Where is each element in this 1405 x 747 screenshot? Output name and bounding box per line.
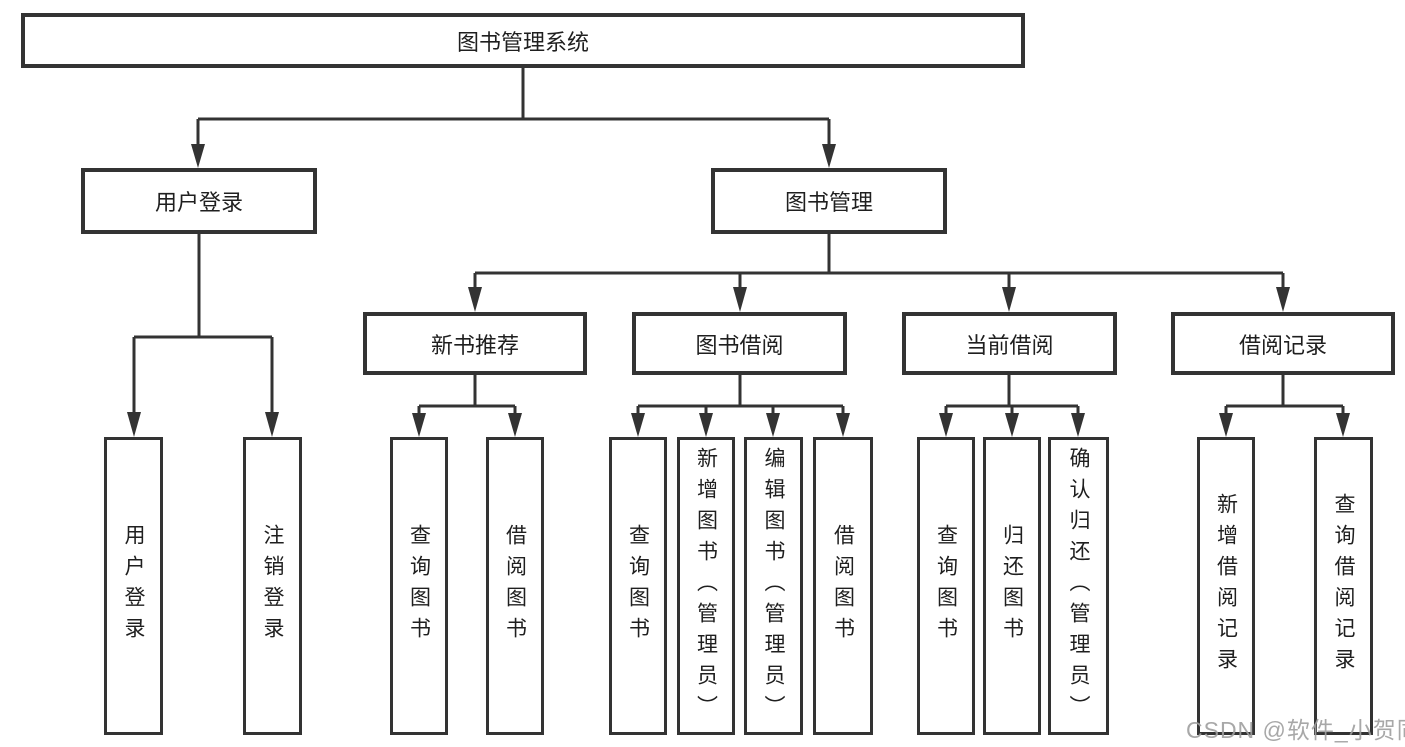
leaf-logout-login: 注销登录 [243, 437, 302, 735]
leaf-current-query-books: 查询图书 [917, 437, 975, 735]
leaf-borrow-query-books: 查询图书 [609, 437, 667, 735]
edge-current-to-leaves [939, 375, 1085, 437]
node-new-book-recommend: 新书推荐 [363, 312, 587, 375]
leaf-borrow-edit-books: 编辑图书（管理员） [744, 437, 803, 735]
node-label: 新增借阅记录 [1214, 493, 1238, 679]
arrowhead [733, 287, 747, 312]
leaf-current-confirm-return: 确认归还（管理员） [1048, 437, 1109, 735]
arrowhead [1005, 413, 1019, 437]
node-label: 查询图书 [626, 524, 650, 648]
leaf-records-query-record: 查询借阅记录 [1314, 437, 1373, 735]
edge-book-management-to-level3 [468, 234, 1290, 312]
node-label: 用户登录 [154, 190, 243, 215]
leaf-borrow-borrow-books: 借阅图书 [813, 437, 873, 735]
node-label: 查询图书 [407, 524, 431, 648]
node-label: 当前借阅 [965, 332, 1054, 358]
node-book-management: 图书管理 [711, 168, 947, 234]
leaf-recommend-borrow-books: 借阅图书 [486, 437, 544, 735]
node-label: 借阅图书 [503, 524, 527, 648]
arrowhead [766, 413, 780, 437]
arrowhead [265, 412, 279, 437]
node-borrow-records: 借阅记录 [1171, 312, 1395, 375]
edge-root-to-level2 [191, 68, 836, 168]
edge-records-to-leaves [1219, 375, 1350, 437]
leaf-recommend-query-books: 查询图书 [390, 437, 448, 735]
node-root: 图书管理系统 [21, 13, 1025, 68]
node-user-login: 用户登录 [81, 168, 317, 234]
arrowhead [836, 413, 850, 437]
node-label: 归还图书 [1000, 524, 1024, 648]
arrowhead [631, 413, 645, 437]
leaf-records-add-record: 新增借阅记录 [1197, 437, 1255, 735]
arrowhead [508, 413, 522, 437]
node-label: 新增图书（管理员） [694, 446, 718, 726]
node-label: 注销登录 [261, 524, 284, 648]
node-label: 用户登录 [122, 524, 145, 648]
arrowhead [1002, 287, 1016, 312]
node-label: 图书管理系统 [456, 29, 589, 55]
node-label: 确认归还（管理员） [1067, 446, 1090, 726]
arrowhead [191, 144, 205, 168]
arrowhead [1276, 287, 1290, 312]
node-label: 借阅图书 [831, 524, 855, 648]
csdn-watermark: CSDN @软件_小贺同学 [1186, 717, 1405, 743]
node-label: 图书管理 [784, 190, 873, 215]
edge-recommend-to-leaves [412, 375, 522, 437]
arrowhead [1071, 413, 1085, 437]
node-current-borrow: 当前借阅 [902, 312, 1117, 375]
edge-borrow-to-leaves [631, 375, 850, 437]
node-label: 查询图书 [934, 524, 958, 648]
node-label: 编辑图书（管理员） [762, 446, 785, 726]
node-label: 图书借阅 [695, 332, 784, 358]
node-label: 新书推荐 [430, 332, 519, 358]
node-label: 借阅记录 [1238, 332, 1327, 358]
arrowhead [127, 412, 141, 437]
leaf-borrow-add-books: 新增图书（管理员） [677, 437, 735, 735]
edge-user-login-to-leaves [127, 234, 279, 437]
arrowhead [1219, 413, 1233, 437]
arrowhead [822, 144, 836, 168]
node-book-borrow: 图书借阅 [632, 312, 847, 375]
arrowhead [1336, 413, 1350, 437]
arrowhead [468, 287, 482, 312]
leaf-current-return-books: 归还图书 [983, 437, 1041, 735]
arrowhead [412, 413, 426, 437]
arrowhead [939, 413, 953, 437]
leaf-user-login: 用户登录 [104, 437, 163, 735]
arrowhead [699, 413, 713, 437]
node-label: 查询借阅记录 [1332, 493, 1355, 679]
